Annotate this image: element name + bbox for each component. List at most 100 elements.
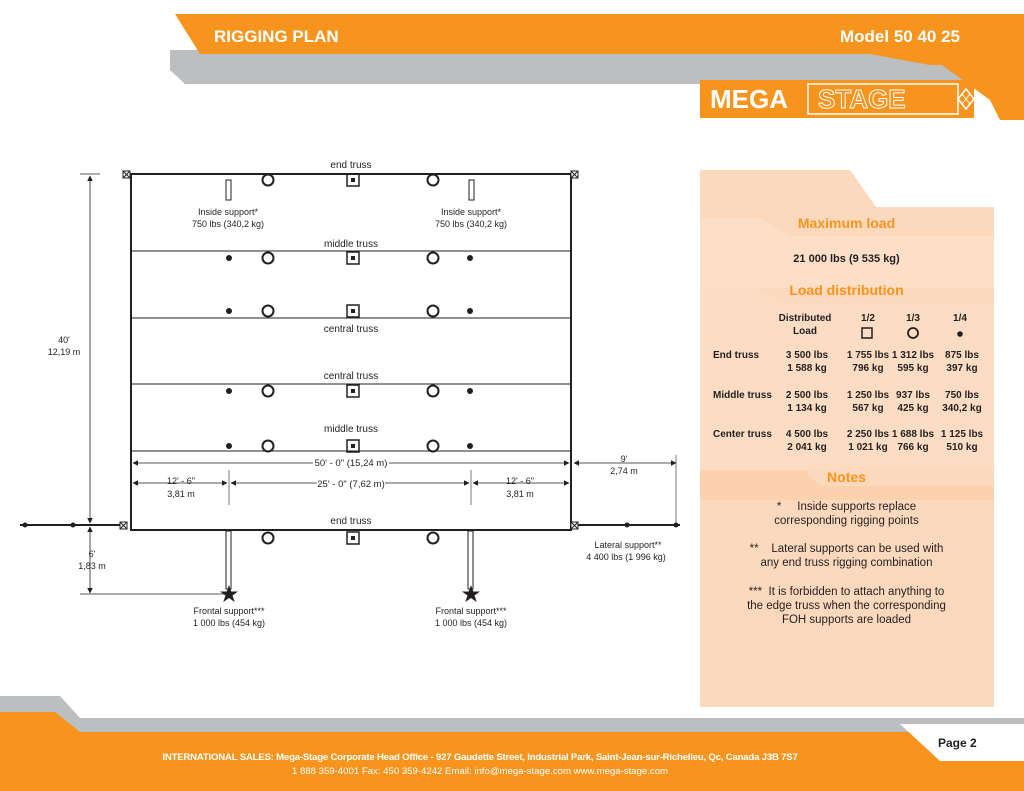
column-symbols <box>861 327 963 339</box>
value-kg: 397 kg <box>946 363 978 374</box>
value-lbs: 937 lbs <box>896 390 930 401</box>
value-kg: 510 kg <box>946 442 978 453</box>
row-label: Middle truss <box>713 390 772 401</box>
note-line: corresponding rigging points <box>774 515 919 527</box>
logo-diamond-icon <box>957 87 975 111</box>
value-lbs: 1 688 lbs <box>891 429 935 440</box>
value-lbs: 1 250 lbs <box>846 390 890 401</box>
value-kg: 766 kg <box>897 442 929 453</box>
dot-icon <box>957 331 963 337</box>
note-line: FOH supports are loaded <box>781 614 912 626</box>
mega-stage-logo: MEGA STAGE <box>700 80 975 118</box>
right-dim-metric: 3,81 m <box>506 489 534 499</box>
value-lbs: 1 755 lbs <box>846 350 890 361</box>
frontal-support-load: 1 000 lbs (454 kg) <box>193 618 265 628</box>
table-cell-half: 1 755 lbs 796 kg <box>844 349 892 375</box>
note-line: any end truss rigging combination <box>760 557 933 569</box>
value-lbs: 3 500 lbs <box>785 350 829 361</box>
frontal-support-star-icon <box>462 585 480 602</box>
rigging-points-middle-1 <box>226 251 473 265</box>
logo-mega-text: MEGA <box>710 84 788 114</box>
note-line: *** It is forbidden to attach anything t… <box>748 586 945 598</box>
center-dim-label: 25' - 0" (7,62 m) <box>317 479 385 490</box>
col-distributed-header: Distributed Load <box>775 312 835 338</box>
footer-contact: 1 888 359-4001 Fax: 450 359-4242 Email: … <box>291 766 669 777</box>
value-lbs: 875 lbs <box>945 350 979 361</box>
note-2: ** Lateral supports can be used with any… <box>700 542 993 570</box>
right-dim-imperial: 12' - 6" <box>506 476 534 486</box>
central-truss-label: central truss <box>324 324 378 335</box>
footer-address: INTERNATIONAL SALES: Mega-Stage Corporat… <box>162 752 798 763</box>
height-dim-metric: 12,19 m <box>48 347 81 357</box>
frontal-support-load: 1 000 lbs (454 kg) <box>435 618 507 628</box>
table-cell-half: 1 250 lbs 567 kg <box>844 389 892 415</box>
value-kg: 2 041 kg <box>787 442 827 453</box>
value-lbs: 2 500 lbs <box>785 390 829 401</box>
value-kg: 340,2 kg <box>942 403 982 414</box>
note-line: the edge truss when the corresponding <box>747 600 946 612</box>
frontal-support-label: Frontal support*** <box>435 606 507 616</box>
square-icon <box>861 327 873 339</box>
value-kg: 796 kg <box>852 363 884 374</box>
left-dim-imperial: 12' - 6" <box>167 476 195 486</box>
table-cell-dist: 3 500 lbs 1 588 kg <box>779 349 835 375</box>
value-lbs: 4 500 lbs <box>785 429 829 440</box>
table-cell-quarter: 750 lbs 340,2 kg <box>937 389 987 415</box>
table-cell-third: 1 688 lbs 766 kg <box>889 428 937 454</box>
lateral-support-left <box>20 522 120 528</box>
rigging-diagram: end truss middle truss central truss cen… <box>20 160 680 628</box>
value-kg: 1 021 kg <box>848 442 888 453</box>
note-line: ** Lateral supports can be used with <box>749 543 944 555</box>
page-number: Page 2 <box>938 736 977 750</box>
rigging-points-central-1 <box>226 304 473 318</box>
page-title: RIGGING PLAN <box>214 27 339 46</box>
lateral-dim-imperial: 9' <box>621 454 628 464</box>
inside-support-load: 750 lbs (340,2 kg) <box>192 219 264 229</box>
note-1: * Inside supports replace corresponding … <box>700 500 993 528</box>
inside-support-load: 750 lbs (340,2 kg) <box>435 219 507 229</box>
value-kg: 595 kg <box>897 363 929 374</box>
col-half-header: 1/2 <box>861 313 875 324</box>
front-dim-imperial: 6' <box>89 549 96 559</box>
logo-stage-text: STAGE <box>818 84 906 114</box>
row-label: Center truss <box>713 429 772 440</box>
lateral-support-load: 4 400 lbs (1 996 kg) <box>586 552 666 562</box>
table-cell-quarter: 875 lbs 397 kg <box>937 349 987 375</box>
central-truss-label: central truss <box>324 371 378 382</box>
footer-band <box>0 696 1024 791</box>
table-cell-third: 937 lbs 425 kg <box>889 389 937 415</box>
frontal-support-star-icon <box>220 585 238 602</box>
front-dim-metric: 1,83 m <box>78 561 106 571</box>
table-cell-third: 1 312 lbs 595 kg <box>889 349 937 375</box>
max-load-title: Maximum load <box>797 215 896 231</box>
col-distributed-line1: Distributed <box>778 313 832 324</box>
corner-markers <box>119 170 579 530</box>
value-lbs: 1 125 lbs <box>940 429 984 440</box>
width-dim-label: 50' - 0" (15,24 m) <box>315 458 388 469</box>
circle-icon <box>907 327 919 339</box>
table-cell-dist: 4 500 lbs 2 041 kg <box>779 428 835 454</box>
lateral-support-right <box>578 522 680 528</box>
inside-support-label: Inside support* <box>198 207 259 217</box>
value-kg: 1 588 kg <box>787 363 827 374</box>
value-kg: 567 kg <box>852 403 884 414</box>
notes-title: Notes <box>827 469 866 485</box>
value-lbs: 750 lbs <box>945 390 979 401</box>
frontal-support-label: Frontal support*** <box>193 606 265 616</box>
left-dim-metric: 3,81 m <box>167 489 195 499</box>
col-quarter-header: 1/4 <box>953 313 967 324</box>
col-third-header: 1/3 <box>906 313 920 324</box>
row-label: End truss <box>713 350 760 361</box>
rigging-points-end-bottom <box>225 530 474 590</box>
rigging-points-middle-2 <box>226 439 473 453</box>
rigging-points-end-top <box>225 173 475 201</box>
middle-truss-label: middle truss <box>324 424 378 435</box>
value-kg: 425 kg <box>897 403 929 414</box>
model-number: Model 50 40 25 <box>840 27 961 46</box>
note-line: * Inside supports replace <box>776 501 917 513</box>
lateral-dim-metric: 2,74 m <box>610 466 638 476</box>
value-lbs: 1 312 lbs <box>891 350 935 361</box>
end-truss-label: end truss <box>330 160 371 171</box>
